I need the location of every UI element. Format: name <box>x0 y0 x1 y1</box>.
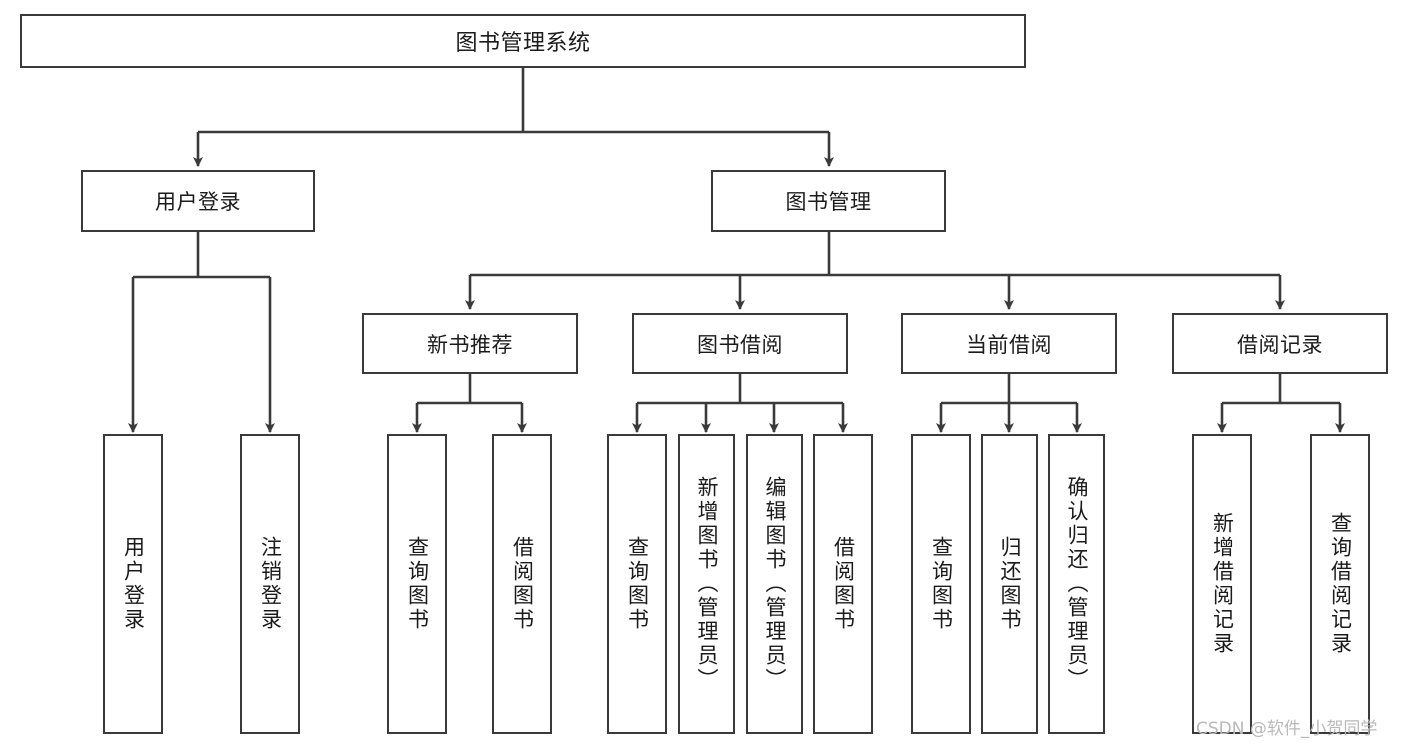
leaf-query-book-2-label: 查询图书 <box>625 536 650 632</box>
leaf-borrow-book-1-label: 借阅图书 <box>510 536 535 632</box>
node-root-label: 图书管理系统 <box>455 31 591 56</box>
leaf-logout-login-label: 注销登录 <box>258 536 283 632</box>
leaf-query-book-1[interactable]: 查询图书 <box>387 434 447 734</box>
leaf-edit-book-label: 编辑图书（管理员） <box>763 476 787 692</box>
leaf-return-book[interactable]: 归还图书 <box>981 434 1038 734</box>
node-new-book-recommend[interactable]: 新书推荐 <box>362 313 578 374</box>
leaf-query-book-1-label: 查询图书 <box>405 536 430 632</box>
node-book-borrow[interactable]: 图书借阅 <box>632 313 848 374</box>
node-user-login[interactable]: 用户登录 <box>81 170 315 232</box>
leaf-query-record[interactable]: 查询借阅记录 <box>1310 434 1370 734</box>
leaf-user-login[interactable]: 用户登录 <box>103 434 163 734</box>
node-borrow-record[interactable]: 借阅记录 <box>1172 313 1388 374</box>
leaf-query-book-3[interactable]: 查询图书 <box>911 434 971 734</box>
leaf-query-book-2[interactable]: 查询图书 <box>607 434 667 734</box>
leaf-query-book-3-label: 查询图书 <box>929 536 954 632</box>
leaf-confirm-return[interactable]: 确认归还（管理员） <box>1048 434 1105 734</box>
leaf-add-book-label: 新增图书（管理员） <box>695 476 719 692</box>
node-book-manage[interactable]: 图书管理 <box>711 170 946 232</box>
node-user-login-label: 用户登录 <box>155 190 241 214</box>
leaf-return-book-label: 归还图书 <box>998 536 1022 632</box>
leaf-borrow-book-1[interactable]: 借阅图书 <box>492 434 552 734</box>
leaf-add-record[interactable]: 新增借阅记录 <box>1192 434 1252 734</box>
node-current-borrow[interactable]: 当前借阅 <box>901 313 1117 374</box>
node-current-borrow-label: 当前借阅 <box>966 332 1052 357</box>
watermark: CSDN @软件_小贺同学 <box>1196 719 1378 739</box>
leaf-borrow-book-2-label: 借阅图书 <box>831 536 856 632</box>
node-borrow-record-label: 借阅记录 <box>1237 332 1323 357</box>
leaf-logout-login[interactable]: 注销登录 <box>240 434 300 734</box>
node-new-book-recommend-label: 新书推荐 <box>427 332 513 357</box>
leaf-add-record-label: 新增借阅记录 <box>1210 512 1235 656</box>
node-root[interactable]: 图书管理系统 <box>20 14 1026 68</box>
node-book-borrow-label: 图书借阅 <box>697 332 783 357</box>
node-book-manage-label: 图书管理 <box>785 190 872 214</box>
leaf-query-record-label: 查询借阅记录 <box>1328 512 1353 656</box>
leaf-edit-book[interactable]: 编辑图书（管理员） <box>746 434 803 734</box>
leaf-borrow-book-2[interactable]: 借阅图书 <box>813 434 873 734</box>
leaf-user-login-label: 用户登录 <box>121 536 146 632</box>
leaf-confirm-return-label: 确认归还（管理员） <box>1065 476 1089 692</box>
leaf-add-book[interactable]: 新增图书（管理员） <box>678 434 735 734</box>
